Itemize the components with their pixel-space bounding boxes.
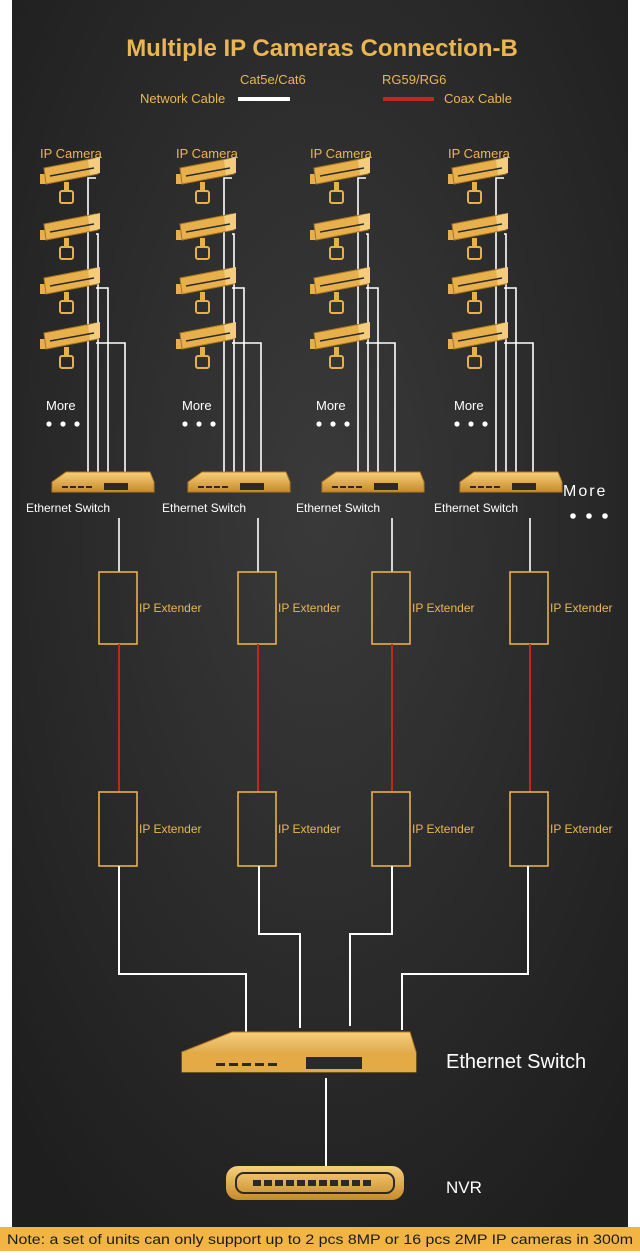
ip-extender-top-label: IP Extender — [412, 601, 474, 615]
side-more-label: More — [563, 483, 607, 500]
more-dot — [454, 421, 460, 427]
ethernet-switch-label: Ethernet Switch — [296, 501, 380, 515]
more-dot — [74, 421, 80, 427]
legend-network-type: Cat5e/Cat6 — [240, 72, 306, 87]
more-dot — [468, 421, 474, 427]
ip-camera-icon — [40, 267, 100, 314]
more-dot — [210, 421, 216, 427]
ethernet-switch-device — [51, 471, 155, 493]
ip-camera-icon — [40, 322, 100, 369]
ip-camera-icon — [310, 322, 370, 369]
ethernet-switch-device — [187, 471, 291, 493]
ip-camera-icon — [448, 213, 508, 260]
ip-camera-icon — [448, 322, 508, 369]
ip-extender-bottom — [237, 791, 277, 867]
ethernet-switch-device — [321, 471, 425, 493]
note-text: Note: a set of units can only support up… — [7, 1232, 633, 1247]
more-cameras-label: More — [454, 398, 484, 413]
ip-camera-label: IP Camera — [448, 146, 511, 161]
camera-network-cables — [357, 177, 396, 472]
ip-camera-icon — [40, 157, 100, 204]
ip-extender-bottom-label: IP Extender — [278, 822, 340, 836]
more-dot — [60, 421, 66, 427]
ip-extender-top-label: IP Extender — [139, 601, 201, 615]
diagram-title: Multiple IP Cameras Connection-B — [126, 35, 518, 62]
ethernet-switch-label: Ethernet Switch — [434, 501, 518, 515]
more-cameras-label: More — [316, 398, 346, 413]
camera-network-cables — [495, 177, 534, 472]
more-dot — [182, 421, 188, 427]
ip-extender-top-label: IP Extender — [278, 601, 340, 615]
ip-extender-top-label: IP Extender — [550, 601, 612, 615]
ip-camera-icon — [310, 267, 370, 314]
legend-network-label: Network Cable — [140, 91, 225, 106]
ip-extender-bottom-label: IP Extender — [412, 822, 474, 836]
legend: Cat5e/Cat6 Network Cable RG59/RG6 Coax C… — [140, 72, 512, 106]
legend-coax-label: Coax Cable — [444, 91, 512, 106]
more-dot — [196, 421, 202, 427]
ip-camera-icon — [40, 213, 100, 260]
ip-extender-bottom-label: IP Extender — [139, 822, 201, 836]
legend-coax-type: RG59/RG6 — [382, 72, 446, 87]
ip-extender-bottom-label: IP Extender — [550, 822, 612, 836]
note-bar — [0, 1227, 640, 1251]
ip-camera-label: IP Camera — [310, 146, 373, 161]
more-dot — [344, 421, 350, 427]
ip-camera-icon — [310, 157, 370, 204]
ip-camera-icon — [448, 157, 508, 204]
more-cameras-label: More — [46, 398, 76, 413]
main-switch-label: Ethernet Switch — [446, 1051, 586, 1073]
ip-camera-label: IP Camera — [176, 146, 239, 161]
camera-network-cables — [87, 177, 126, 472]
more-dot — [46, 421, 52, 427]
ethernet-switch-label: Ethernet Switch — [162, 501, 246, 515]
more-dot — [316, 421, 322, 427]
nvr-device — [226, 1166, 404, 1200]
ethernet-switch-label: Ethernet Switch — [26, 501, 110, 515]
ip-camera-icon — [176, 213, 236, 260]
ip-camera-icon — [448, 267, 508, 314]
trunk-cables — [118, 866, 529, 1166]
camera-network-cables — [223, 177, 262, 472]
side-more-dots — [570, 513, 608, 519]
ip-camera-label: IP Camera — [40, 146, 103, 161]
nvr-label: NVR — [446, 1178, 482, 1197]
ip-camera-icon — [176, 157, 236, 204]
main-ethernet-switch — [181, 1031, 417, 1073]
ethernet-switch-device — [459, 471, 563, 493]
ip-camera-icon — [176, 322, 236, 369]
more-cameras-label: More — [182, 398, 212, 413]
more-dot — [330, 421, 336, 427]
ip-camera-icon — [176, 267, 236, 314]
more-dot — [482, 421, 488, 427]
ip-camera-icon — [310, 213, 370, 260]
